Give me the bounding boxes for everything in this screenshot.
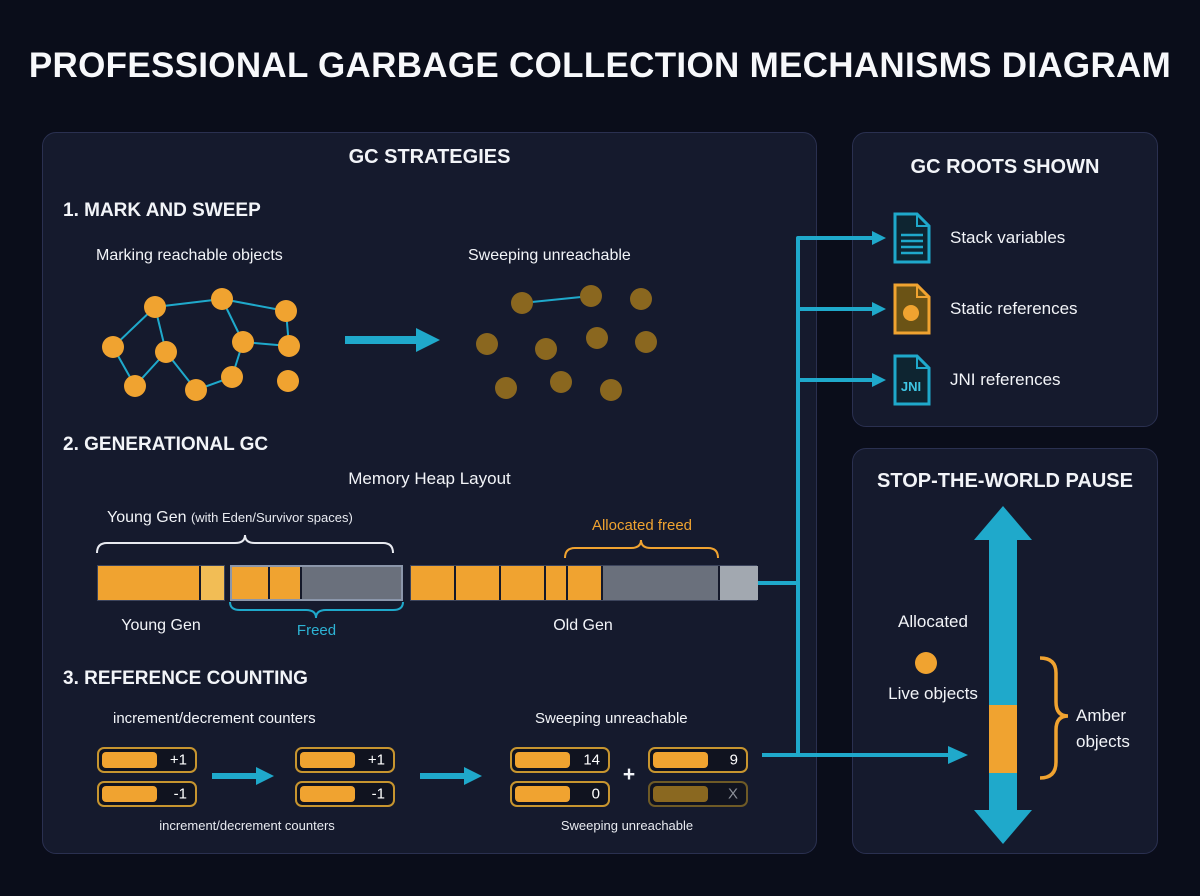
counter-fill bbox=[515, 786, 570, 802]
counter-box: +1 bbox=[295, 747, 395, 773]
segment-divider bbox=[499, 566, 501, 600]
counter-box: 0 bbox=[510, 781, 610, 807]
jni-references-label: JNI references bbox=[950, 370, 1061, 389]
counter-box: -1 bbox=[295, 781, 395, 807]
reference-counting-heading: 3. REFERENCE COUNTING bbox=[63, 668, 308, 689]
amber-objects-label-line1: Amber bbox=[1076, 706, 1127, 725]
counter-value: 0 bbox=[591, 785, 600, 803]
counter-value: +1 bbox=[367, 751, 385, 769]
document-outline bbox=[893, 212, 931, 264]
live-objects-label: Live objects bbox=[888, 684, 978, 703]
counter-value: +1 bbox=[169, 751, 187, 769]
generational-heading: 2. GENERATIONAL GC bbox=[63, 434, 269, 455]
jni-document-icon: JNI bbox=[893, 354, 931, 406]
stop-the-world-panel bbox=[852, 448, 1158, 854]
counter-value: -1 bbox=[371, 785, 385, 803]
document-fold bbox=[916, 285, 929, 298]
young-gen-bottom-label: Young Gen bbox=[121, 617, 201, 634]
counter-fill bbox=[300, 786, 355, 802]
counter-box: 9 bbox=[648, 747, 748, 773]
gc-roots-title: GC ROOTS SHOWN bbox=[910, 156, 1100, 178]
document-fold bbox=[916, 356, 929, 369]
counter-fill bbox=[300, 752, 355, 768]
counter-value: 9 bbox=[729, 751, 738, 769]
static-references-label: Static references bbox=[950, 299, 1078, 318]
segment-divider bbox=[601, 566, 603, 600]
eden-survivor-bar bbox=[230, 565, 403, 601]
freed-label: Freed bbox=[296, 622, 337, 639]
sweeping-top-label: Sweeping unreachable bbox=[535, 710, 688, 727]
allocated-segment bbox=[270, 567, 302, 599]
page-title: PROFESSIONAL GARBAGE COLLECTION MECHANIS… bbox=[28, 46, 1172, 85]
segment-divider bbox=[566, 566, 568, 600]
marking-label: Marking reachable objects bbox=[96, 247, 283, 264]
sweeping-bottom-label: Sweeping unreachable bbox=[560, 818, 694, 833]
strategies-panel-title: GC STRATEGIES bbox=[348, 146, 511, 168]
survivor-segment bbox=[199, 566, 224, 600]
counter-box: 14 bbox=[510, 747, 610, 773]
jni-icon-text: JNI bbox=[901, 379, 921, 394]
mark-and-sweep-heading: 1. MARK AND SWEEP bbox=[63, 200, 261, 221]
counter-value: 14 bbox=[583, 751, 600, 769]
document-lines bbox=[901, 233, 923, 255]
counter-box-freed: X bbox=[648, 781, 748, 807]
young-gen-bar bbox=[97, 565, 225, 601]
old-gen-allocated-region bbox=[411, 566, 601, 600]
old-gen-tail-segment bbox=[718, 566, 758, 600]
plus-sign: + bbox=[622, 763, 636, 786]
counter-fill bbox=[102, 786, 157, 802]
stack-variables-label: Stack variables bbox=[950, 228, 1066, 247]
counter-fill bbox=[515, 752, 570, 768]
counters-top-label: increment/decrement counters bbox=[113, 710, 316, 727]
static-ref-dot bbox=[903, 305, 919, 321]
document-fold bbox=[916, 214, 929, 227]
young-gen-brace-text: Young Gen bbox=[107, 509, 187, 526]
young-gen-brace-note: (with Eden/Survivor spaces) bbox=[190, 510, 353, 525]
segment-divider bbox=[454, 566, 456, 600]
counters-bottom-label: increment/decrement counters bbox=[159, 818, 335, 833]
segment-divider bbox=[544, 566, 546, 600]
allocated-label: Allocated bbox=[898, 612, 968, 631]
sweeping-label: Sweeping unreachable bbox=[468, 247, 631, 264]
old-gen-label: Old Gen bbox=[553, 617, 613, 634]
stw-title: STOP-THE-WORLD PAUSE bbox=[877, 470, 1133, 492]
static-document-icon bbox=[893, 283, 931, 335]
counter-fill bbox=[102, 752, 157, 768]
counter-fill bbox=[653, 752, 708, 768]
counter-fill bbox=[653, 786, 708, 802]
young-gen-brace-label: Young Gen (with Eden/Survivor spaces) bbox=[107, 509, 353, 527]
stack-document-icon bbox=[893, 212, 931, 264]
gc-strategies-panel bbox=[42, 132, 817, 854]
memory-heap-layout-label: Memory Heap Layout bbox=[348, 469, 511, 488]
counter-box: +1 bbox=[97, 747, 197, 773]
counter-value: X bbox=[727, 785, 738, 803]
amber-objects-label-line2: objects bbox=[1076, 732, 1130, 751]
counter-value: -1 bbox=[173, 785, 187, 803]
allocated-segment bbox=[232, 567, 270, 599]
old-gen-bar bbox=[410, 565, 758, 601]
allocated-freed-label: Allocated freed bbox=[591, 517, 693, 534]
counter-box: -1 bbox=[97, 781, 197, 807]
